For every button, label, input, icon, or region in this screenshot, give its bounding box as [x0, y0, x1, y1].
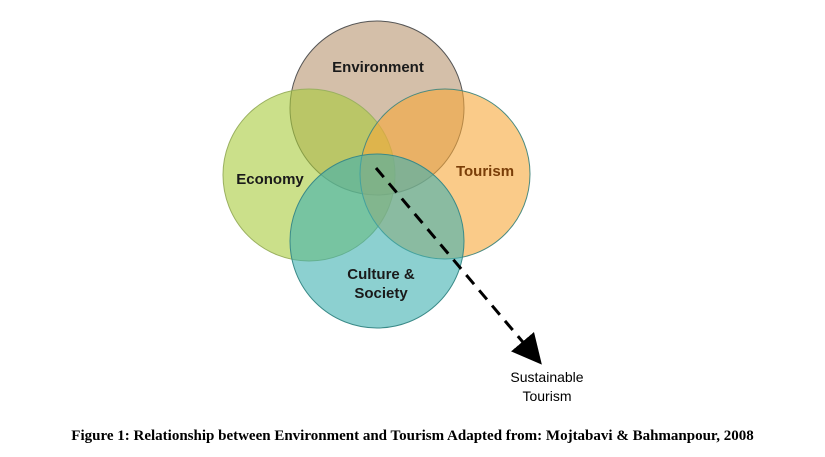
- tourism-label: Tourism: [456, 163, 514, 180]
- figure-caption: Figure 1: Relationship between Environme…: [71, 428, 754, 444]
- dashed-arrow: [374, 167, 542, 365]
- culture-label: Culture &: [347, 266, 415, 283]
- sustainable-label: Sustainable: [510, 369, 583, 385]
- society-label: Society: [354, 285, 408, 302]
- environment-label: Environment: [332, 59, 424, 76]
- culture-society-circle: [289, 153, 465, 329]
- tourism-arrow-label: Tourism: [522, 388, 571, 404]
- economy-label: Economy: [236, 171, 304, 188]
